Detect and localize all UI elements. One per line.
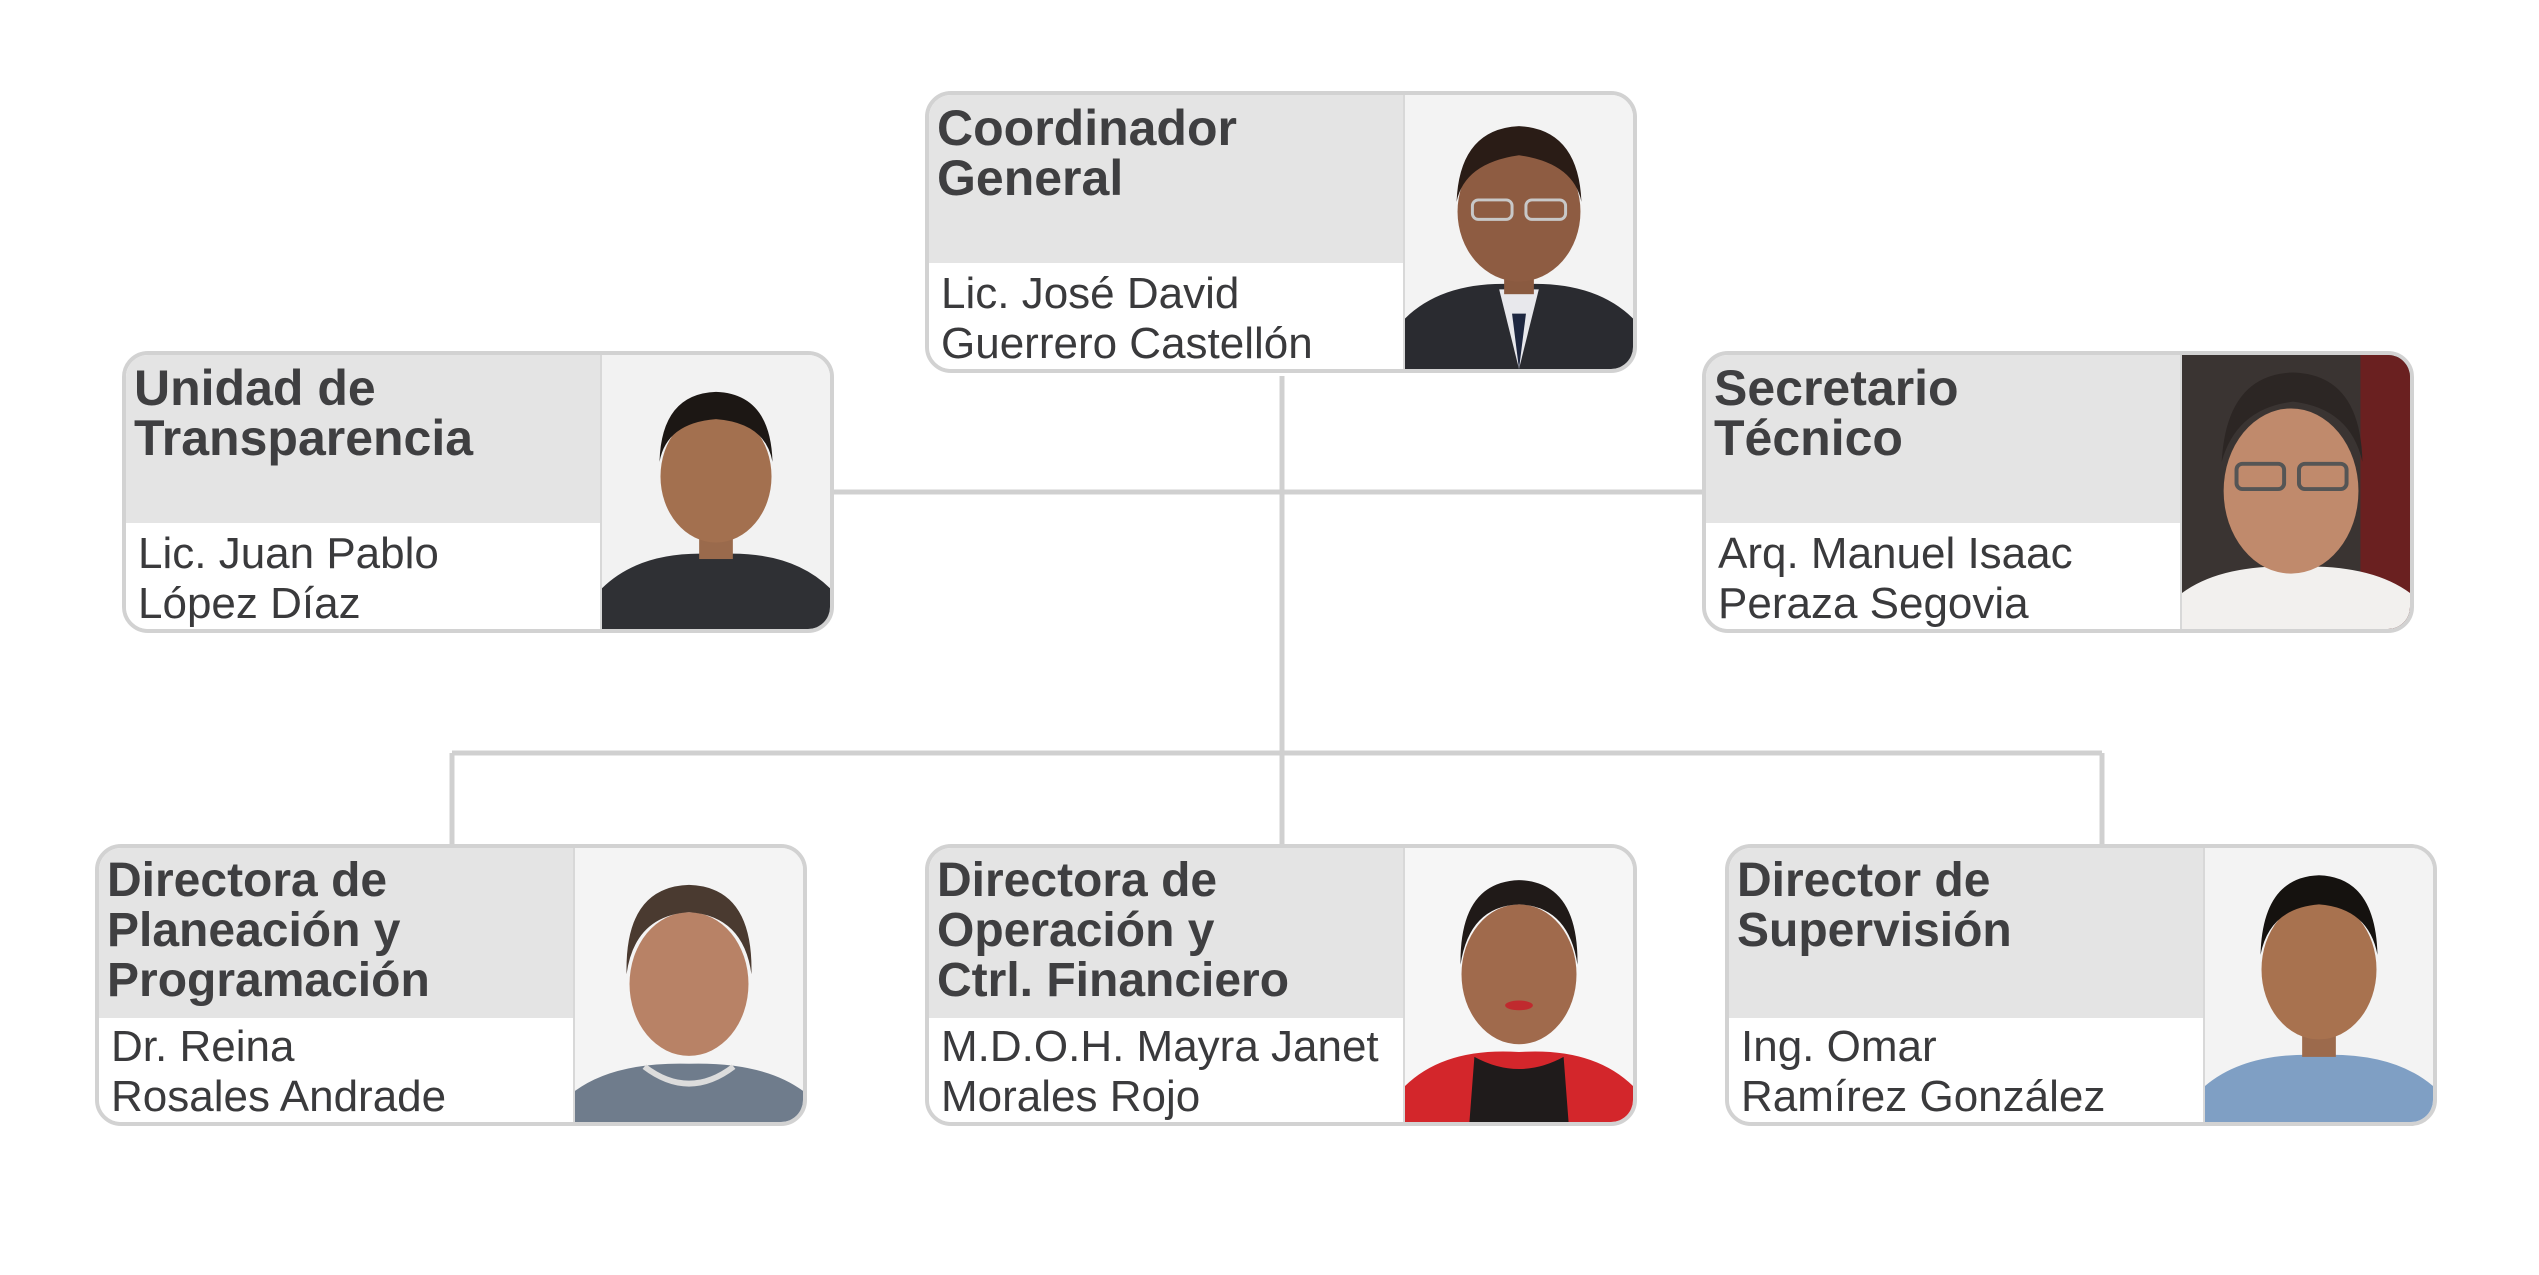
card-title: Directora de Planeación y Programación	[99, 848, 573, 1018]
name-line: Peraza Segovia	[1718, 579, 2029, 628]
name-line: Dr. Reina	[111, 1022, 295, 1071]
card-coordinador-general: Coordinador General Lic. José David Guer…	[925, 91, 1637, 373]
title-line: Director de	[1737, 854, 1991, 907]
card-title: Coordinador General	[929, 95, 1403, 263]
portrait-photo	[600, 355, 830, 629]
portrait-photo	[1403, 848, 1633, 1122]
name-line: Arq. Manuel Isaac	[1718, 529, 2073, 578]
title-line: Ctrl. Financiero	[937, 954, 1290, 1007]
name-line: Morales Rojo	[941, 1072, 1201, 1121]
card-person-name: M.D.O.H. Mayra Janet Morales Rojo	[929, 1018, 1403, 1122]
card-unidad-transparencia: Unidad de Transparencia Lic. Juan Pablo …	[122, 351, 834, 633]
title-line: Operación y	[937, 904, 1215, 957]
card-title: Director de Supervisión	[1729, 848, 2203, 1018]
portrait-photo	[2203, 848, 2433, 1122]
card-person-name: Lic. José David Guerrero Castellón	[929, 263, 1403, 369]
portrait-photo	[1403, 95, 1633, 369]
portrait-photo	[573, 848, 803, 1122]
title-line: Técnico	[1714, 410, 1903, 466]
name-line: Rosales Andrade	[111, 1072, 447, 1121]
card-secretario-tecnico: Secretario Técnico Arq. Manuel Isaac Per…	[1702, 351, 2414, 633]
name-line: Lic. Juan Pablo	[138, 529, 439, 578]
title-line: Coordinador	[937, 100, 1237, 156]
title-line: Unidad de	[134, 360, 376, 416]
card-direccion-supervision: Director de Supervisión Ing. Omar Ramíre…	[1725, 844, 2437, 1126]
portrait-photo	[2180, 355, 2410, 629]
card-person-name: Lic. Juan Pablo López Díaz	[126, 523, 600, 629]
card-title: Unidad de Transparencia	[126, 355, 600, 523]
title-line: Planeación y	[107, 904, 401, 957]
title-line: Supervisión	[1737, 904, 2012, 957]
title-line: General	[937, 150, 1124, 206]
card-direccion-planeacion: Directora de Planeación y Programación D…	[95, 844, 807, 1126]
name-line: Ing. Omar	[1741, 1022, 1937, 1071]
name-line: M.D.O.H. Mayra Janet	[941, 1022, 1379, 1071]
card-direccion-operacion: Directora de Operación y Ctrl. Financier…	[925, 844, 1637, 1126]
title-line: Secretario	[1714, 360, 1959, 416]
title-line: Programación	[107, 954, 430, 1007]
card-person-name: Ing. Omar Ramírez González	[1729, 1018, 2203, 1122]
title-line: Directora de	[107, 854, 388, 907]
card-person-name: Dr. Reina Rosales Andrade	[99, 1018, 573, 1122]
name-line: López Díaz	[138, 579, 361, 628]
card-title: Secretario Técnico	[1706, 355, 2180, 523]
name-line: Guerrero Castellón	[941, 319, 1313, 368]
name-line: Lic. José David	[941, 269, 1240, 318]
name-line: Ramírez González	[1741, 1072, 2106, 1121]
card-title: Directora de Operación y Ctrl. Financier…	[929, 848, 1403, 1018]
card-person-name: Arq. Manuel Isaac Peraza Segovia	[1706, 523, 2180, 629]
title-line: Directora de	[937, 854, 1218, 907]
title-line: Transparencia	[134, 410, 474, 466]
